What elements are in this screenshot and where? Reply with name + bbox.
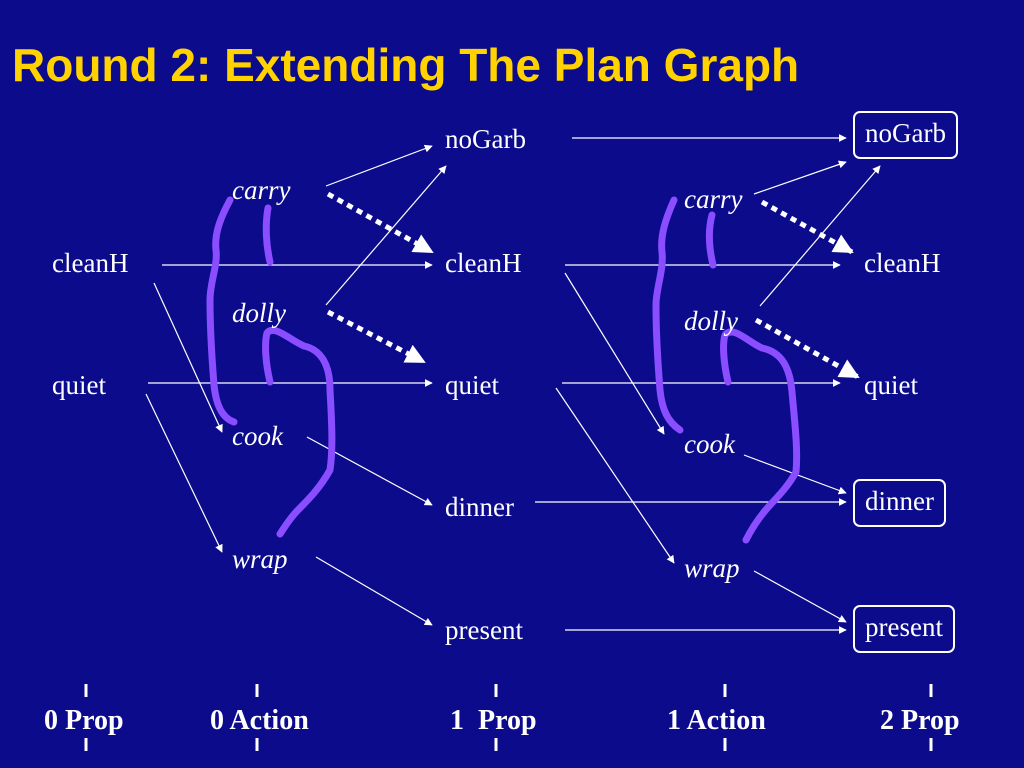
action1-dolly: dolly [684,306,738,336]
prop1-cleanH: cleanH [445,248,522,278]
precondition-edge [145,393,223,553]
delete-edge [754,317,860,380]
action1-carry: carry [684,184,743,214]
prop0-cleanH: cleanH [52,248,129,278]
level-label-0-prop: 0 Prop [44,705,124,736]
effect-edge [325,165,447,306]
level-label-1-action: 1 Action [667,705,766,736]
mutex-mark [262,326,336,538]
level-label-1-prop: 1 Prop [450,705,537,736]
delete-edge [326,191,434,255]
effect-edge [753,570,847,623]
prop1-present: present [445,615,523,645]
mutex-mark [652,196,684,434]
prop2-present-goal: present [853,605,955,653]
effect-edge [325,144,433,187]
mutex-mark [262,204,274,266]
prop2-dinner-goal: dinner [853,479,946,527]
effect-edge [315,556,433,626]
prop2-noGarb-goal: noGarb [853,111,958,159]
level-label-0-action: 0 Action [210,705,309,736]
effect-edge [306,436,433,506]
action1-cook: cook [684,429,735,459]
slide-title: Round 2: Extending The Plan Graph [12,39,800,91]
action0-carry: carry [232,175,291,205]
prop1-quiet: quiet [445,370,499,400]
action1-wrap: wrap [684,553,740,583]
precondition-edge [564,272,665,435]
prop1-dinner: dinner [445,492,514,522]
prop2-quiet: quiet [864,370,918,400]
prop2-cleanH: cleanH [864,248,941,278]
prop1-noGarb: noGarb [445,124,526,154]
precondition-edge [555,387,675,564]
precondition-edge [153,282,223,433]
action0-wrap: wrap [232,544,288,574]
mutex-mark [720,328,801,544]
effect-edge [753,160,847,195]
delete-edge [326,309,426,365]
action0-cook: cook [232,421,283,451]
action0-dolly: dolly [232,298,286,328]
level-label-2-prop: 2 Prop [880,705,960,736]
prop0-quiet: quiet [52,370,106,400]
mutex-mark [206,196,238,426]
delete-edge [760,199,854,255]
mutex-mark [706,211,717,269]
